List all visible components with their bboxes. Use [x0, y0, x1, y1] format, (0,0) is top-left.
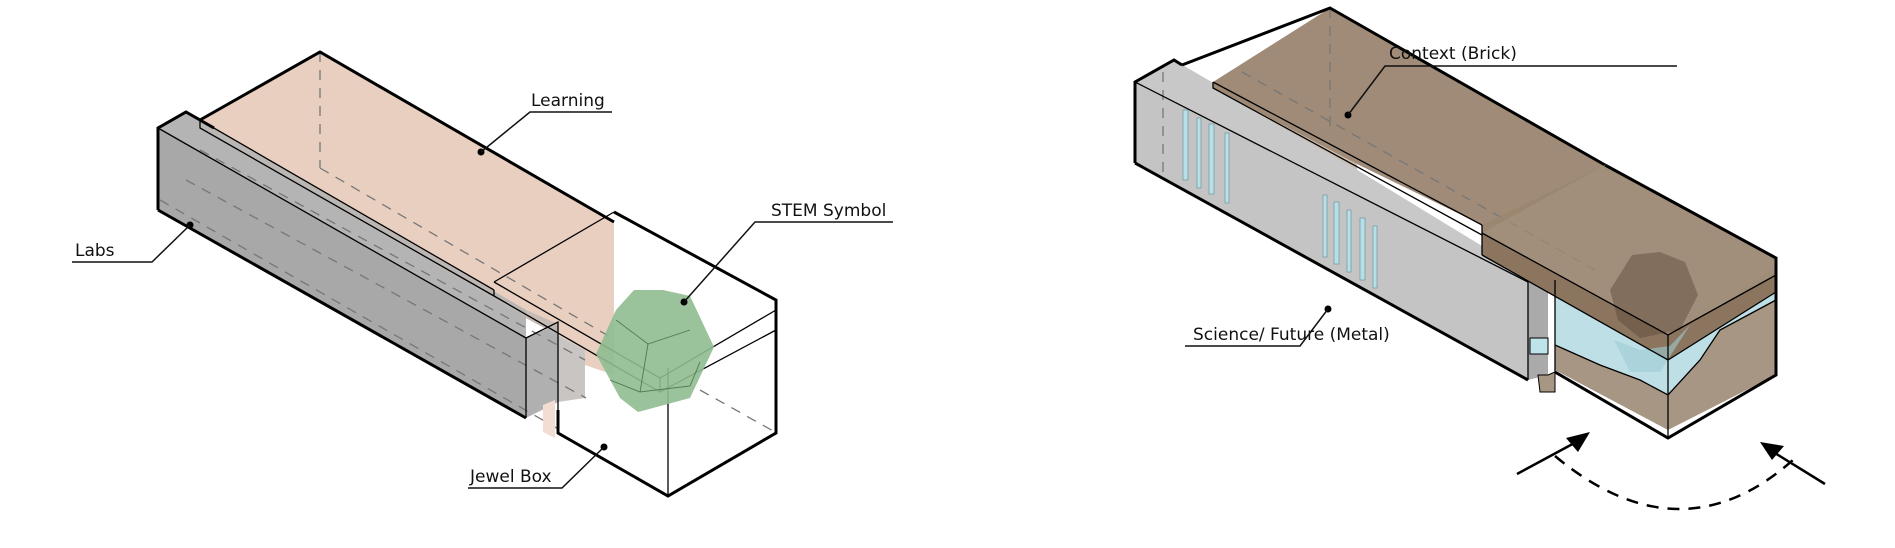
approach-arrow-left [1516, 432, 1590, 476]
learning-base-strip [543, 400, 555, 438]
left-massing-diagram: Labs Learning STEM Symbol Jewel Box [72, 50, 893, 498]
label-jewel-box: Jewel Box [469, 467, 552, 487]
leader-jewel-box [468, 443, 608, 489]
label-science-metal: Science/ Future (Metal) [1193, 325, 1390, 345]
brick-box-volume [1481, 163, 1778, 440]
leader-labs [72, 221, 194, 263]
context-brick-volume [1181, 6, 1606, 271]
right-massing-diagram: Context (Brick) Science/ Future (Metal) [1133, 6, 1826, 511]
leader-stem [680, 221, 893, 306]
labs-volume [156, 110, 587, 431]
approach-arrow-right [1760, 442, 1826, 486]
label-context-brick: Context (Brick) [1389, 44, 1517, 64]
label-learning: Learning [531, 91, 605, 111]
leader-science [1185, 305, 1332, 347]
label-labs: Labs [75, 241, 115, 261]
metal-windows-group-2 [1322, 194, 1378, 289]
leader-context [1344, 65, 1677, 119]
learning-volume [200, 52, 614, 375]
learning-outline [199, 50, 615, 297]
approach-dashed-arc [1554, 455, 1794, 511]
leader-learning [477, 111, 612, 156]
label-stem-symbol: STEM Symbol [771, 201, 886, 221]
metal-windows-group-1 [1182, 109, 1230, 204]
stem-symbol-polyhedron [596, 290, 714, 412]
